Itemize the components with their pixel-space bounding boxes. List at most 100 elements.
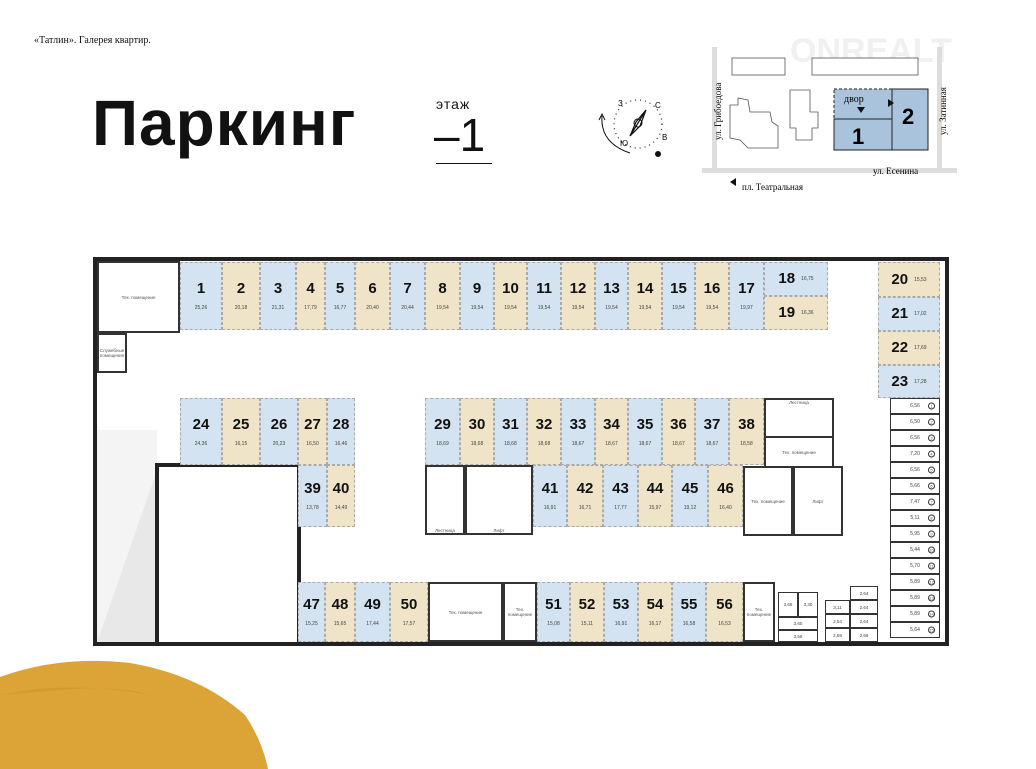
small-storage-unit-21[interactable]: 2,59 [825,628,850,642]
spot-number: 51 [545,596,562,613]
spot-number: 21 [891,305,909,322]
storage-area: 7,47 [910,499,920,505]
small-storage-unit-26[interactable]: 3,60 [778,617,818,630]
small-storage-unit-27[interactable]: 3,56 [778,630,818,642]
spot-number: 49 [364,596,381,613]
spot-number: 22 [891,339,909,356]
spot-number: 43 [612,480,629,497]
spot-area: 18,68 [537,440,551,447]
spot-number: 17 [738,280,755,297]
spot-number: 46 [717,480,734,497]
lift-west: Лифт [465,465,533,535]
spot-number: 18 [778,270,796,287]
small-storage-unit-22[interactable]: 2,54 [825,614,850,628]
storage-number: 5 [928,466,935,474]
spot-area: 24,36 [194,440,208,447]
spot-area: 18,68 [470,440,484,447]
small-storage-unit-19[interactable]: 2,69 [850,628,878,642]
small-storage-unit-23[interactable]: 3,11 [825,600,850,614]
small-storage-unit-16[interactable]: 2,64 [850,586,878,600]
small-storage-unit-17[interactable]: 2,64 [850,600,878,614]
small-storage-unit-25[interactable]: 3,66 [778,592,798,617]
storage-area: 2,64 [859,618,869,624]
storage-area: 5,44 [910,547,920,553]
storage-area: 6,56 [910,435,920,441]
small-storage-unit-18[interactable]: 2,64 [850,614,878,628]
spot-number: 42 [576,480,594,497]
small-storage-unit-24[interactable]: 3,30 [798,592,818,617]
